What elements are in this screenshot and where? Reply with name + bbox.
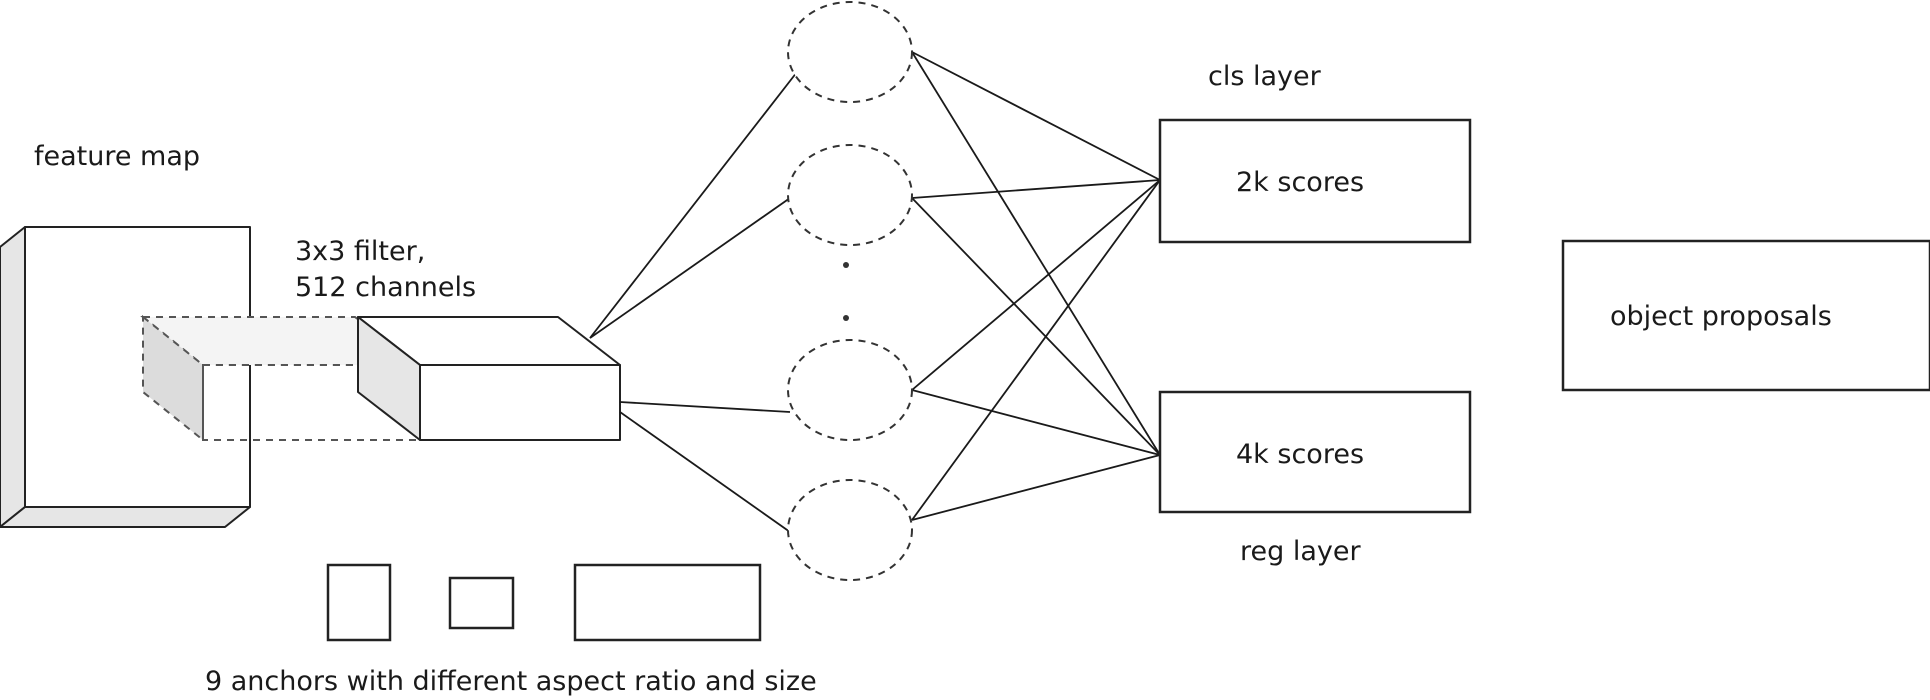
projection-side-face: [142, 314, 204, 443]
sliding-window-projection: [140, 314, 418, 443]
connection-line: [911, 389, 1161, 456]
feature-map-front-face: [24, 226, 251, 508]
reg-scores-box: [1158, 390, 1472, 514]
connection-line: [589, 71, 798, 339]
connection-line: [589, 197, 791, 339]
node-circle: [787, 1, 913, 103]
feature-map-side-face: [0, 226, 26, 528]
anchor-examples: [326, 563, 762, 642]
connection-line: [911, 51, 1161, 181]
anchors-caption: 9 anchors with different aspect ratio an…: [205, 666, 817, 697]
filter-label-line2: 512 channels: [295, 272, 476, 303]
reg-layer-label: reg layer: [1240, 536, 1361, 567]
node-circle: [787, 339, 913, 441]
feature-map-bottom-face: [0, 506, 251, 528]
feature-map-label: feature map: [34, 141, 200, 172]
filter-box-front-face: [419, 364, 621, 441]
object-proposals-box: [1561, 239, 1930, 392]
intermediate-nodes: [787, 1, 913, 581]
anchor-tall-box: [326, 563, 392, 642]
cls-scores-label: 2k scores: [1236, 167, 1364, 198]
filter-to-node-connections: [589, 71, 798, 533]
connection-line: [619, 411, 791, 533]
anchor-square-box: [448, 576, 515, 630]
feature-map-block: [0, 226, 251, 528]
object-proposals-label: object proposals: [1610, 301, 1832, 332]
connection-line: [911, 179, 1161, 391]
node-circle: [787, 479, 913, 581]
anchor-wide-box: [573, 563, 762, 642]
connection-line: [911, 179, 1161, 199]
ellipsis-dot: [843, 315, 849, 321]
cls-scores-box: [1158, 118, 1472, 244]
connection-line: [911, 197, 1161, 456]
filter-label-line1: 3x3 filter,: [295, 236, 425, 267]
connection-line: [619, 401, 791, 413]
connection-line: [911, 179, 1161, 521]
filter-box: [357, 316, 621, 441]
ellipsis-dot: [843, 262, 849, 268]
reg-scores-label: 4k scores: [1236, 439, 1364, 470]
cls-layer-label: cls layer: [1208, 61, 1322, 92]
connection-line: [911, 51, 1161, 456]
node-circle: [787, 144, 913, 246]
connection-line: [911, 454, 1161, 521]
node-to-output-connections: [911, 51, 1161, 521]
